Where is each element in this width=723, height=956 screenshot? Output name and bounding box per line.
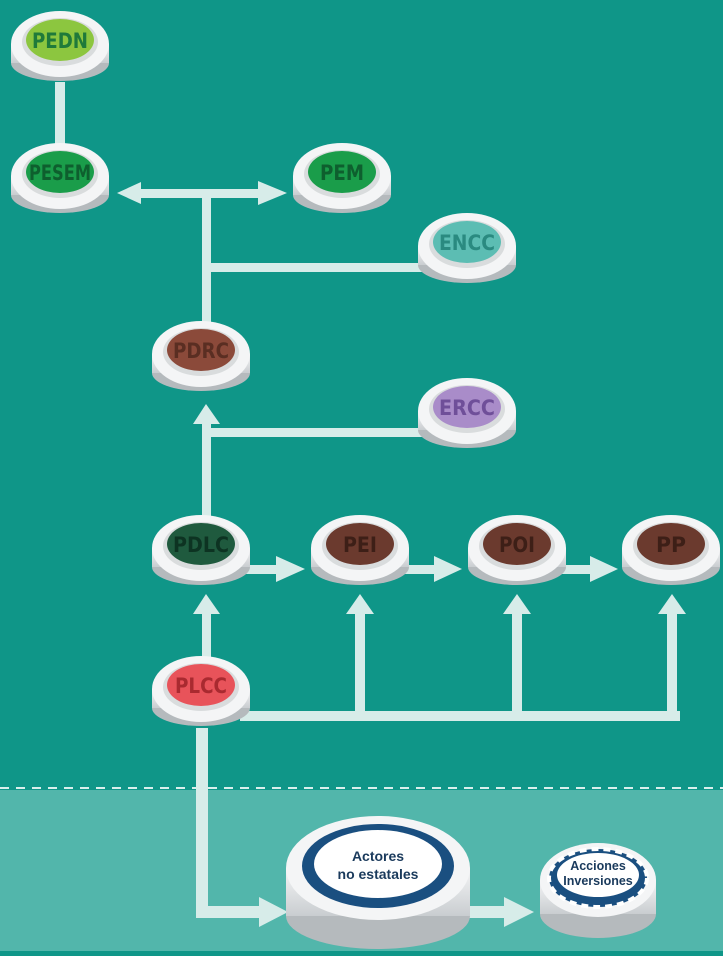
connector-pesem-pem-bar xyxy=(138,189,260,198)
arrow-right-pem-icon xyxy=(258,181,287,205)
connector-trunk-lower xyxy=(202,614,211,674)
acciones-line1: Acciones xyxy=(570,859,626,873)
ercc-label: ERCC xyxy=(439,396,495,420)
connector-up-pp xyxy=(667,614,677,714)
node-pdlc: PDLC xyxy=(152,515,250,585)
connector-actores-acciones xyxy=(462,906,508,918)
connector-plcc-bus xyxy=(240,711,680,721)
acciones-line2: Inversiones xyxy=(563,874,633,888)
connector-to-actores xyxy=(196,906,264,918)
arrow-up-pei-icon xyxy=(346,594,374,614)
pem-disc xyxy=(308,151,376,193)
arrow-up-pdlc-icon xyxy=(193,594,220,614)
node-actores: Actores no estatales xyxy=(286,816,470,949)
node-pp: PP xyxy=(622,515,720,585)
arrow-right-pp-icon xyxy=(590,556,618,582)
pei-label: PEI xyxy=(343,533,377,557)
arrow-right-poi-icon xyxy=(434,556,462,582)
node-pedn: PEDN xyxy=(11,11,109,81)
node-poi: POI xyxy=(468,515,566,585)
pei-disc xyxy=(326,523,394,565)
connector-ercc xyxy=(202,428,422,437)
pedn-disc xyxy=(26,19,94,61)
connector-up-poi xyxy=(512,614,522,714)
plcc-label: PLCC xyxy=(175,674,227,698)
arrow-right-acciones-icon xyxy=(504,897,534,927)
pdlc-disc xyxy=(167,523,235,565)
pdrc-disc xyxy=(167,329,235,371)
arrow-right-actores-icon xyxy=(259,897,288,927)
pesem-disc xyxy=(26,151,94,193)
pdlc-label: PDLC xyxy=(173,533,229,557)
connector-poi-pp xyxy=(555,565,593,574)
arrow-left-pesem-icon xyxy=(117,182,141,204)
connector-pei-poi xyxy=(400,565,438,574)
pesem-label: PESEM xyxy=(29,161,91,185)
connector-pedn-pesem xyxy=(55,82,65,160)
pedn-label: PEDN xyxy=(32,29,88,53)
encc-label: ENCC xyxy=(439,231,495,255)
actores-line1: Actores xyxy=(352,848,404,864)
arrow-up-poi-icon xyxy=(503,594,531,614)
poi-disc xyxy=(483,523,551,565)
connector-encc xyxy=(202,263,422,272)
node-pesem: PESEM xyxy=(11,143,109,213)
actores-line2: no estatales xyxy=(338,866,419,882)
arrow-up-pdrc-icon xyxy=(193,404,220,424)
plcc-disc xyxy=(167,664,235,706)
pem-label: PEM xyxy=(320,161,364,185)
connectors xyxy=(55,82,686,927)
connector-pdlc-pei xyxy=(240,565,280,574)
arrow-up-pp-icon xyxy=(658,594,686,614)
node-pdrc: PDRC xyxy=(152,321,250,391)
node-pem: PEM xyxy=(293,143,391,213)
ercc-disc xyxy=(433,386,501,428)
connector-up-pei xyxy=(355,614,365,714)
connector-trunk-middle xyxy=(202,424,211,524)
connector-plcc-down xyxy=(196,728,208,918)
node-ercc: ERCC xyxy=(418,378,516,448)
encc-disc xyxy=(433,221,501,263)
node-acciones: Acciones Inversiones xyxy=(540,843,656,938)
arrow-right-pei-icon xyxy=(276,556,305,582)
node-plcc: PLCC xyxy=(152,656,250,726)
poi-label: POI xyxy=(499,533,535,557)
node-encc: ENCC xyxy=(418,213,516,283)
pdrc-label: PDRC xyxy=(173,339,229,363)
pp-label: PP xyxy=(656,533,686,557)
pp-disc xyxy=(637,523,705,565)
node-pei: PEI xyxy=(311,515,409,585)
